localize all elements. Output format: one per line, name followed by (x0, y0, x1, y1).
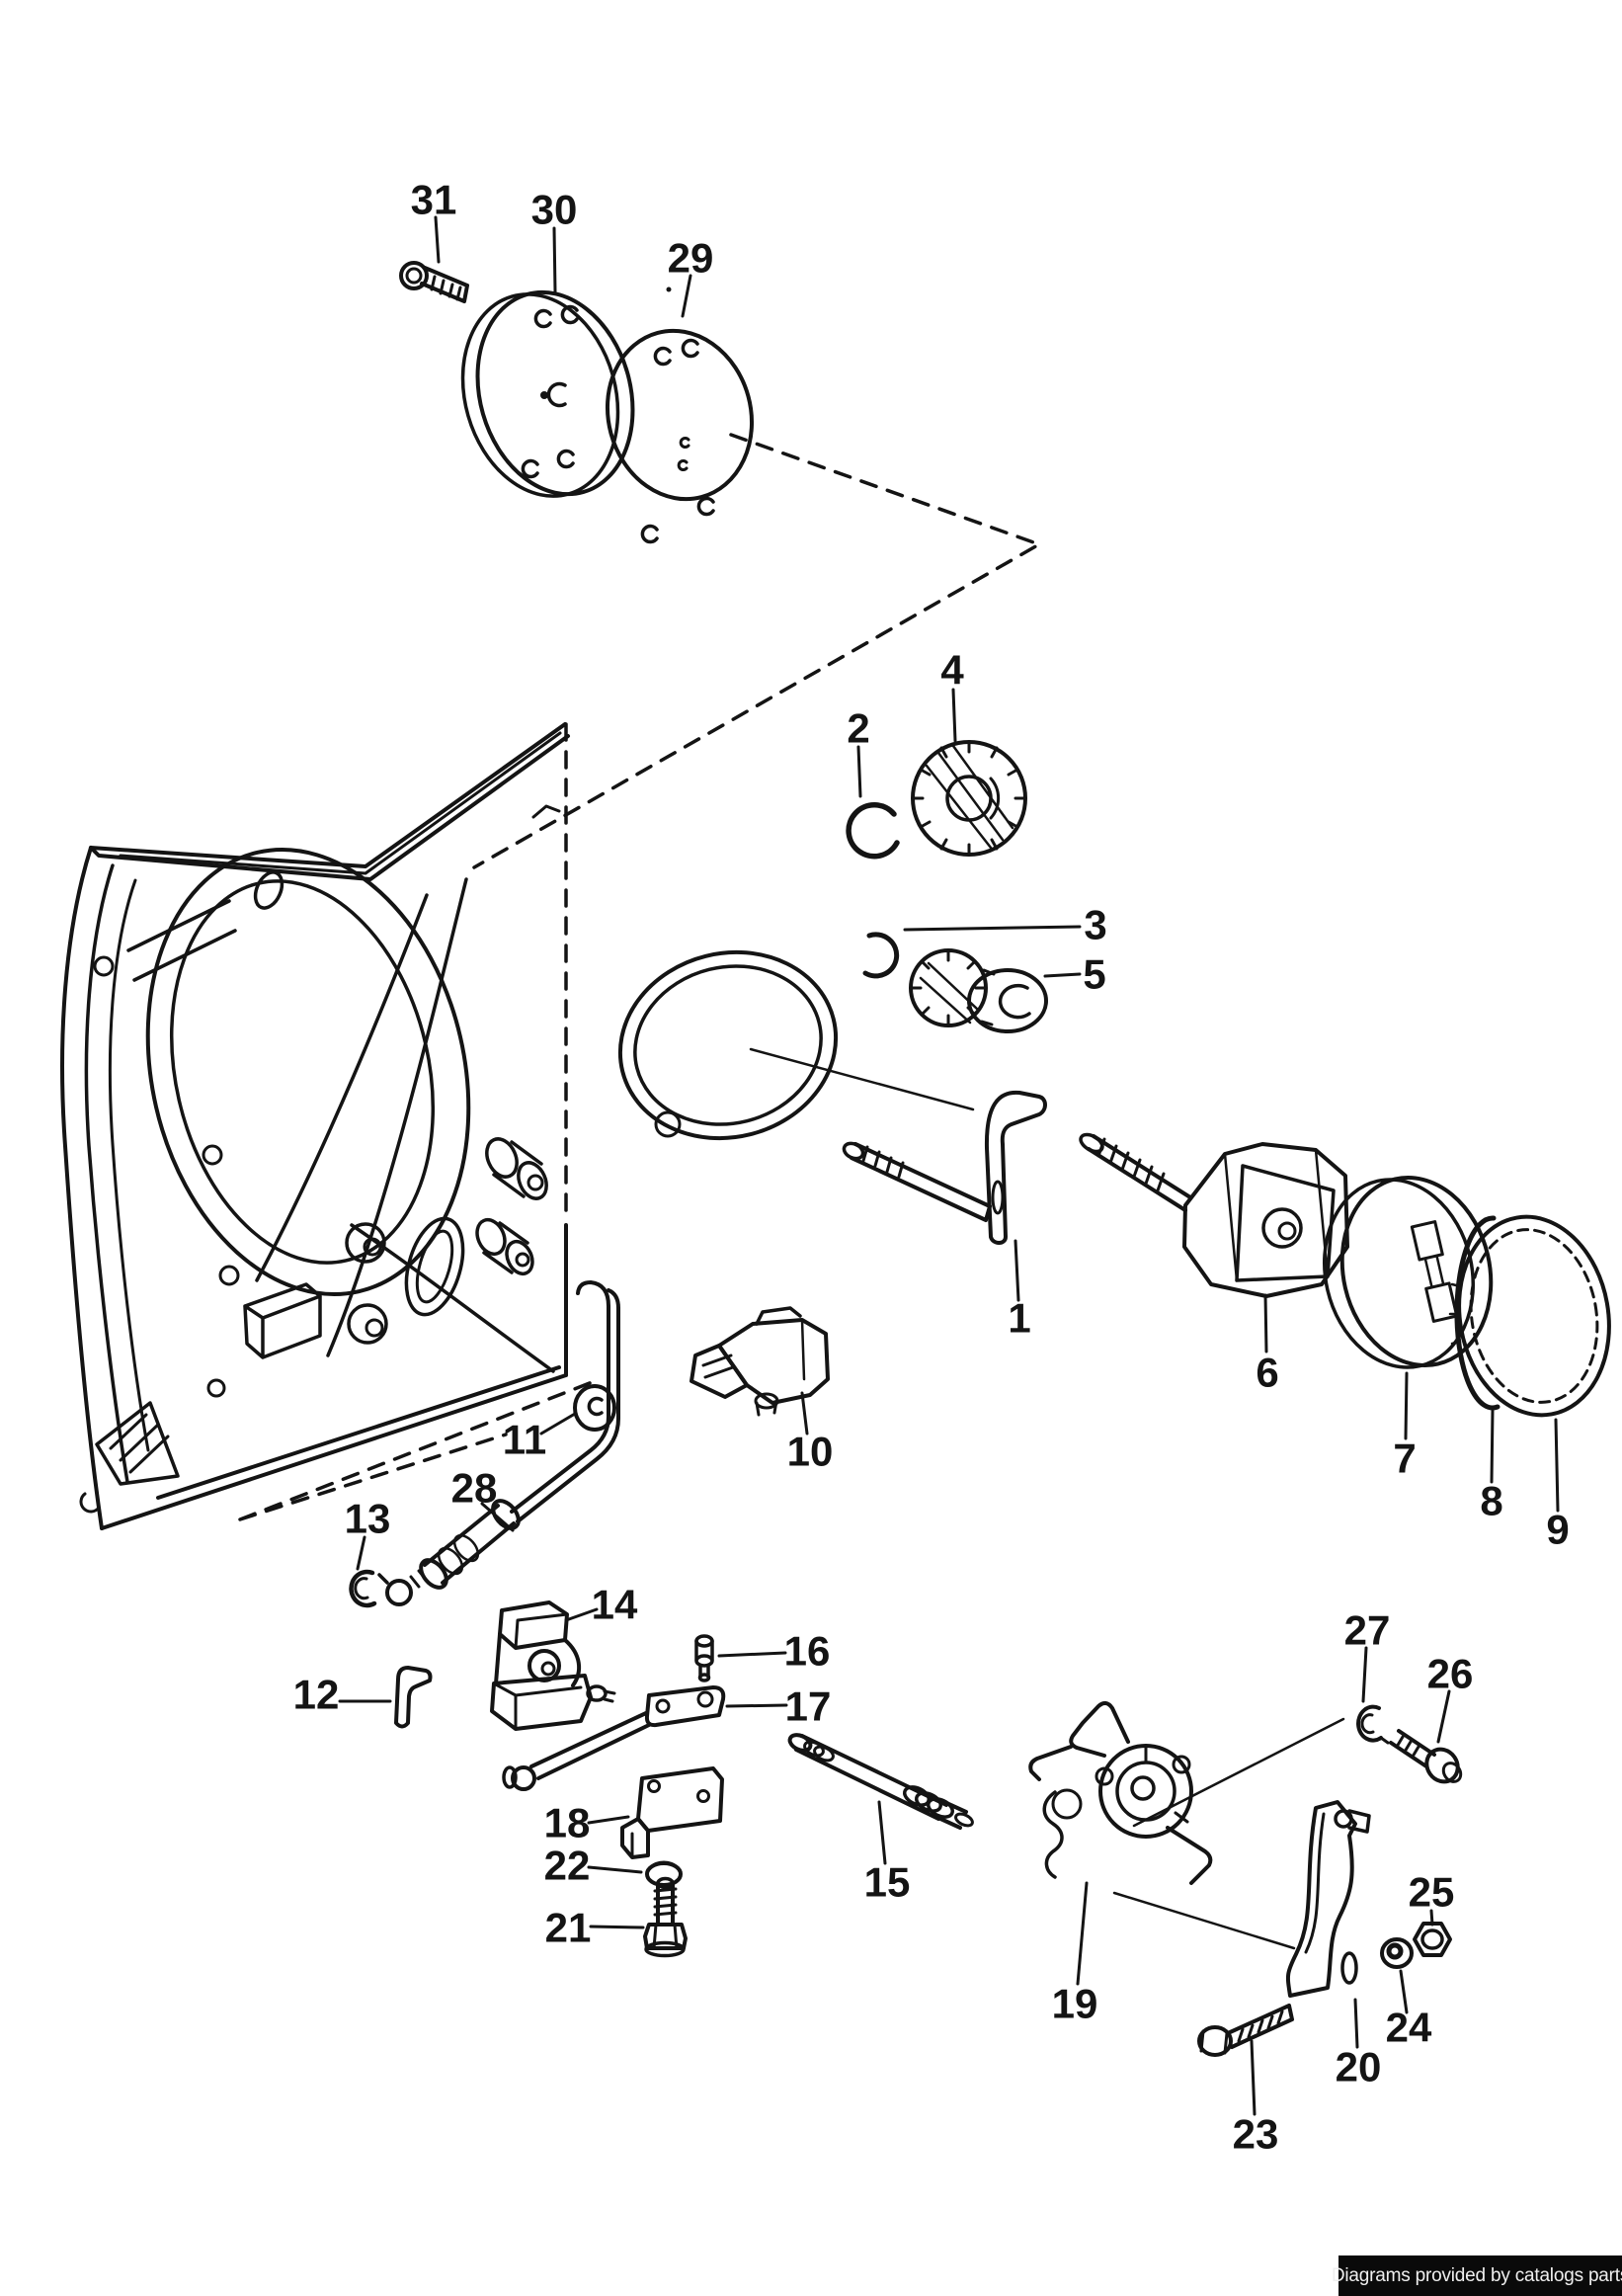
washer-24-drawing (1380, 1937, 1414, 1969)
speedometer-drive-6-drawing (1079, 1132, 1349, 1298)
leader-line-helical-drive-gear (951, 688, 957, 743)
part-label-sealing-ring: 9 (1546, 1507, 1569, 1553)
angle-bracket-18-drawing (620, 1766, 724, 1859)
part-label-speedometer-drive-housing: 6 (1256, 1350, 1278, 1396)
cover-plate-30-drawing (460, 289, 635, 498)
pinion-gear-5-drawing (909, 948, 1048, 1033)
part-label-parking-lock-cam-assembly: 19 (1052, 1981, 1098, 2027)
part-label-cover-cap: 7 (1393, 1435, 1416, 1482)
helical-gear-4-drawing (911, 740, 1027, 857)
control-rod-28-drawing (377, 1280, 620, 1606)
clip-washer-27-drawing (1356, 1704, 1390, 1745)
support-bracket-14-drawing (490, 1600, 616, 1731)
part-label-clip-washer: 27 (1344, 1607, 1391, 1654)
leader-line-spring-washer (587, 1865, 643, 1874)
leader-line-cover-plate (552, 226, 557, 293)
leader-line-pinion-gear-with-bushing (1043, 972, 1082, 978)
selector-shaft-1-drawing (842, 1090, 1047, 1245)
leader-line-retaining-ring (1490, 1408, 1495, 1484)
leader-line-hex-nut (1429, 1909, 1434, 1927)
part-label-hex-bolt: 21 (545, 1905, 592, 1951)
part-label-washer: 24 (1386, 2005, 1432, 2051)
part-label-hex-bolt-long: 23 (1233, 2111, 1279, 2158)
assembly-reference-lines (749, 1047, 1345, 1950)
mounting-bracket-20-drawing (1285, 1800, 1371, 1998)
leader-line-snap-ring-small (903, 925, 1082, 932)
leader-line-mounting-bracket (1353, 1998, 1359, 2049)
stop-pin-16-drawing (694, 1634, 714, 1682)
leader-line-lever-arm (725, 1703, 788, 1708)
part-label-grommet-bushing: 11 (503, 1417, 546, 1463)
leader-line-connector-housing (800, 1391, 809, 1435)
leader-line-parking-lock-cam-assembly (1076, 1881, 1089, 1986)
connector-10-drawing (689, 1306, 830, 1417)
transmission-case-drawing (60, 722, 839, 1530)
part-label-stop-pin: 16 (784, 1628, 831, 1675)
bushing-11-drawing (573, 1384, 616, 1432)
part-label-retaining-ring: 8 (1480, 1478, 1502, 1524)
pivot-pin-15-drawing (787, 1733, 974, 1830)
part-label-lever-arm: 17 (785, 1683, 832, 1730)
watermark: Diagrams provided by catalogs parts (1332, 2255, 1622, 2296)
leader-line-c-clip (356, 1535, 366, 1571)
part-label-gasket-plate: 29 (668, 235, 714, 282)
part-label-retaining-clip: 12 (293, 1672, 340, 1718)
snap-ring-3-drawing (862, 932, 900, 979)
part-label-cover-plate: 30 (531, 187, 578, 233)
part-label-helical-drive-gear: 4 (940, 647, 964, 694)
leader-line-angle-bracket (587, 1815, 630, 1825)
part-label-angle-bracket: 18 (544, 1800, 591, 1846)
part-label-snap-ring-large: 2 (847, 705, 869, 752)
hex-nut-25-drawing (1413, 1922, 1452, 1957)
gasket-plate-29-drawing (605, 287, 755, 544)
part-label-support-bracket: 14 (592, 1582, 638, 1628)
leader-line-pivot-pin (877, 1800, 887, 1865)
leader-line-hex-bolt-long (1250, 2039, 1257, 2116)
leader-line-hex-bolt-short (1436, 1689, 1451, 1744)
part-label-pinion-gear-with-bushing: 5 (1083, 951, 1105, 998)
c-clip-13-drawing (349, 1569, 377, 1608)
part-label-hex-nut: 25 (1409, 1869, 1455, 1916)
hex-bolt-26-drawing (1389, 1729, 1463, 1784)
part-label-connector-housing: 10 (787, 1429, 834, 1475)
leader-line-sealing-ring (1554, 1418, 1560, 1513)
leader-line-washer (1399, 1969, 1409, 2014)
leader-line-support-bracket (564, 1607, 599, 1622)
part-label-mounting-bracket: 20 (1336, 2044, 1382, 2091)
leader-line-stop-pin (717, 1651, 787, 1658)
leader-line-cover-cap (1404, 1371, 1409, 1440)
parking-lock-cam-19-drawing (1028, 1701, 1213, 1885)
leader-line-snap-ring-large (856, 745, 862, 798)
part-label-spring-washer: 22 (544, 1843, 591, 1889)
leader-line-selector-shaft-with-fork (1014, 1239, 1020, 1302)
leader-line-gasket-plate (681, 274, 692, 318)
leader-line-grommet-bushing (539, 1412, 577, 1435)
retaining-clip-12-drawing (394, 1666, 433, 1729)
snap-ring-2-drawing (846, 802, 900, 860)
lever-arm-17-drawing (502, 1685, 726, 1791)
part-label-hex-bolt-short: 26 (1427, 1651, 1474, 1697)
leader-line-cover-bolt (434, 215, 441, 264)
sealing-ring-9-drawing (1457, 1214, 1611, 1418)
hex-bolt-21-drawing (643, 1876, 688, 1958)
hex-bolt-23-drawing (1197, 2004, 1294, 2057)
part-label-snap-ring-small: 3 (1084, 902, 1106, 948)
dashed-projection-lines (238, 433, 1041, 1521)
leader-line-clip-washer (1361, 1646, 1368, 1703)
part-label-pivot-pin: 15 (864, 1859, 911, 1906)
part-labels-layer: 1234567891011121314151617181920212223242… (293, 177, 1570, 2158)
part-label-c-clip: 13 (345, 1496, 391, 1542)
leader-line-speedometer-drive-housing (1263, 1293, 1268, 1353)
part-label-selector-shaft-with-fork: 1 (1008, 1295, 1030, 1342)
part-label-cover-bolt: 31 (411, 177, 457, 223)
leader-line-control-rod (480, 1502, 515, 1532)
part-label-control-rod: 28 (451, 1465, 498, 1512)
cover-bolt-31-drawing (399, 261, 469, 303)
spring-washer-22-drawing (645, 1860, 683, 1887)
